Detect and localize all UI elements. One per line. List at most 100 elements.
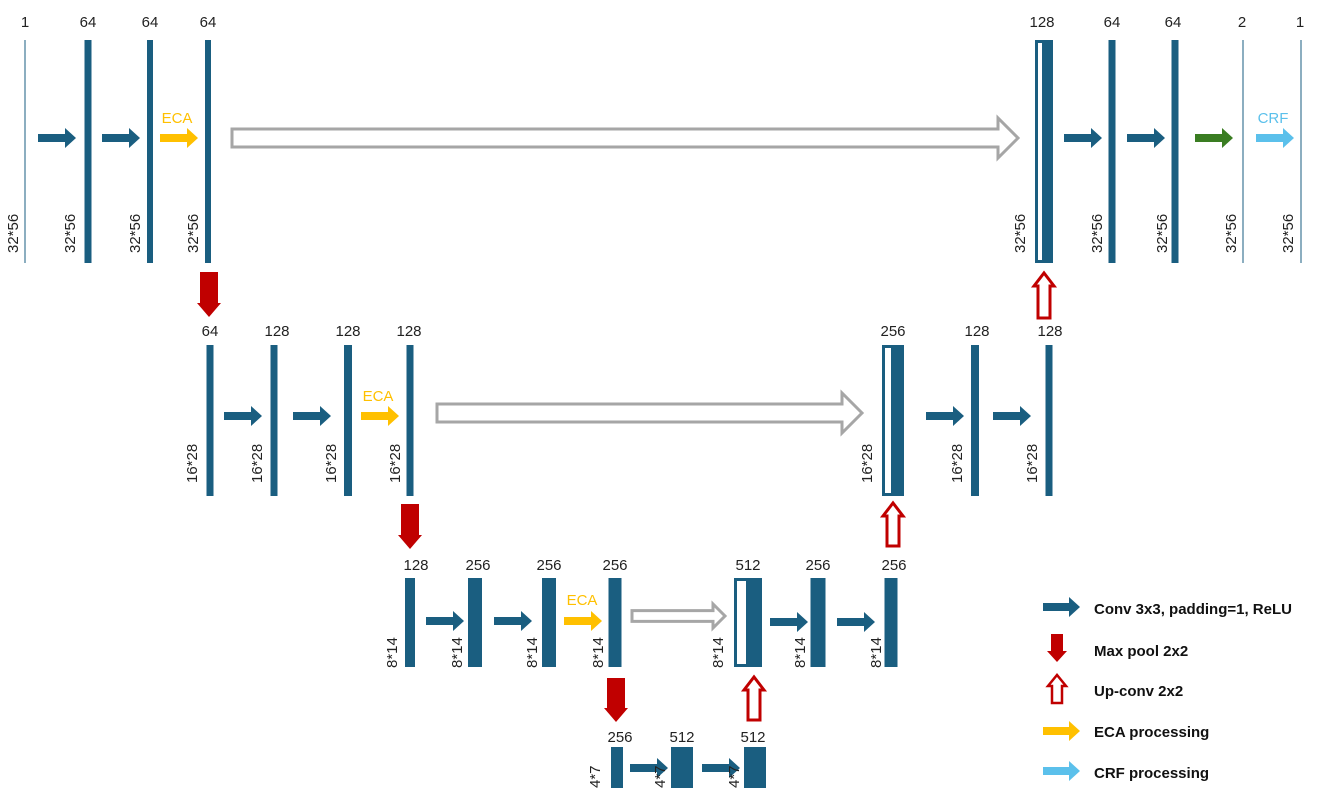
l1-channel-label-1: 1 <box>21 14 29 31</box>
l4-size-label-2: 4*7 <box>652 765 669 788</box>
l2-channel-label-6: 128 <box>964 323 989 340</box>
l2-conv-arrow-4 <box>993 406 1031 426</box>
l4-conv-arrow-2 <box>702 758 740 778</box>
l2-conv-arrow-1 <box>224 406 262 426</box>
upconv-arrow-icon <box>1045 673 1069 705</box>
l1-size-label-3: 32*56 <box>127 214 144 253</box>
l3-size-label-5: 8*14 <box>710 637 727 668</box>
l1-feature-map-4 <box>205 40 211 263</box>
l3-feature-map-5-skip-part <box>734 578 749 667</box>
l1-feature-map-9 <box>1300 40 1302 263</box>
legend-icons <box>1043 597 1080 781</box>
l3-feature-map-2 <box>468 578 482 667</box>
l3-feature-map-5 <box>748 578 762 667</box>
l2-eca-arrow <box>361 406 399 426</box>
l1-feature-map-5 <box>1044 40 1053 263</box>
l3-conv-arrow-2 <box>494 611 532 631</box>
l1-size-label-8: 32*56 <box>1223 214 1240 253</box>
legend-label-conv: Conv 3x3, padding=1, ReLU <box>1094 601 1292 618</box>
l2-feature-map-3 <box>344 345 352 496</box>
l1-channel-label-7: 64 <box>1165 14 1182 31</box>
l1-channel-label-8: 2 <box>1238 14 1246 31</box>
legend-label-eca: ECA processing <box>1094 724 1209 741</box>
l2-channel-label-7: 128 <box>1037 323 1062 340</box>
legend-label-maxpool: Max pool 2x2 <box>1094 643 1188 660</box>
eca-label-l3: ECA <box>567 592 598 609</box>
l2-conv-arrow-3 <box>926 406 964 426</box>
l1-size-label-4: 32*56 <box>185 214 202 253</box>
l3-size-label-2: 8*14 <box>449 637 466 668</box>
l4-feature-map-2 <box>671 747 693 788</box>
l2-conv-arrow-2 <box>293 406 331 426</box>
l1-channel-label-5: 128 <box>1029 14 1054 31</box>
l3-conv-arrow-4 <box>837 612 875 632</box>
l1-conv-arrow-3 <box>1064 128 1102 148</box>
l2-size-label-7: 16*28 <box>1024 444 1041 483</box>
l3-skip-connection <box>630 600 728 632</box>
legend: Conv 3x3, padding=1, ReLU Max pool 2x2 U… <box>1043 597 1292 782</box>
l1-crf-arrow <box>1256 128 1294 148</box>
l2-channel-label-1: 64 <box>202 323 219 340</box>
l4-size-label-3: 4*7 <box>726 765 743 788</box>
l1-channel-label-6: 64 <box>1104 14 1121 31</box>
eca-label-l2: ECA <box>363 388 394 405</box>
l2-channel-label-3: 128 <box>335 323 360 340</box>
l3-size-label-7: 8*14 <box>868 637 885 668</box>
eca-label-l1: ECA <box>162 110 193 127</box>
l3-size-label-1: 8*14 <box>384 637 401 668</box>
l3-size-label-3: 8*14 <box>524 637 541 668</box>
l1-final-conv-arrow <box>1195 128 1233 148</box>
l2-channel-label-2: 128 <box>264 323 289 340</box>
l1-conv-arrow-4 <box>1127 128 1165 148</box>
l4-channel-label-2: 512 <box>669 729 694 746</box>
l1-channel-label-3: 64 <box>142 14 159 31</box>
l2-size-label-5: 16*28 <box>859 444 876 483</box>
l2-feature-map-6 <box>971 345 979 496</box>
l2-channel-label-5: 256 <box>880 323 905 340</box>
l3-feature-map-4 <box>608 578 622 667</box>
maxpool-arrow-2 <box>398 504 422 549</box>
l3-feature-map-7 <box>884 578 898 667</box>
l3-feature-map-3 <box>542 578 556 667</box>
feature-maps <box>24 40 1302 788</box>
upconv-arrow-3 <box>740 674 768 722</box>
l2-size-label-2: 16*28 <box>249 444 266 483</box>
l1-channel-label-2: 64 <box>80 14 97 31</box>
l2-feature-map-7 <box>1045 345 1053 496</box>
l2-size-label-4: 16*28 <box>387 444 404 483</box>
legend-label-upconv: Up-conv 2x2 <box>1094 683 1183 700</box>
l1-feature-map-5-skip-part <box>1035 40 1045 263</box>
l1-feature-map-8 <box>1242 40 1244 263</box>
l3-channel-label-4: 256 <box>602 557 627 574</box>
conv-arrow-icon <box>1043 597 1080 617</box>
l1-feature-map-2 <box>84 40 92 263</box>
l3-feature-map-1 <box>405 578 415 667</box>
l4-feature-map-3 <box>744 747 766 788</box>
l1-size-label-7: 32*56 <box>1154 214 1171 253</box>
l1-channel-label-4: 64 <box>200 14 217 31</box>
l3-conv-arrow-3 <box>770 612 808 632</box>
l1-size-label-5: 32*56 <box>1012 214 1029 253</box>
l3-channel-label-7: 256 <box>881 557 906 574</box>
l4-conv-arrow-1 <box>630 758 668 778</box>
l1-conv-arrow-1 <box>38 128 76 148</box>
l2-skip-connection <box>435 389 865 437</box>
l2-feature-map-1 <box>206 345 214 496</box>
l2-feature-map-2 <box>270 345 278 496</box>
l4-channel-label-1: 256 <box>607 729 632 746</box>
l1-feature-map-6 <box>1108 40 1116 263</box>
eca-arrow-icon <box>1043 721 1080 741</box>
l3-channel-label-6: 256 <box>805 557 830 574</box>
l1-feature-map-1 <box>24 40 26 263</box>
l3-channel-label-3: 256 <box>536 557 561 574</box>
maxpool-arrow-3 <box>604 678 628 722</box>
l4-size-label-1: 4*7 <box>587 765 604 788</box>
l1-size-label-2: 32*56 <box>62 214 79 253</box>
l1-feature-map-7 <box>1171 40 1179 263</box>
l2-size-label-3: 16*28 <box>323 444 340 483</box>
l1-eca-arrow <box>160 128 198 148</box>
l2-channel-label-4: 128 <box>396 323 421 340</box>
l1-skip-connection <box>230 114 1021 162</box>
